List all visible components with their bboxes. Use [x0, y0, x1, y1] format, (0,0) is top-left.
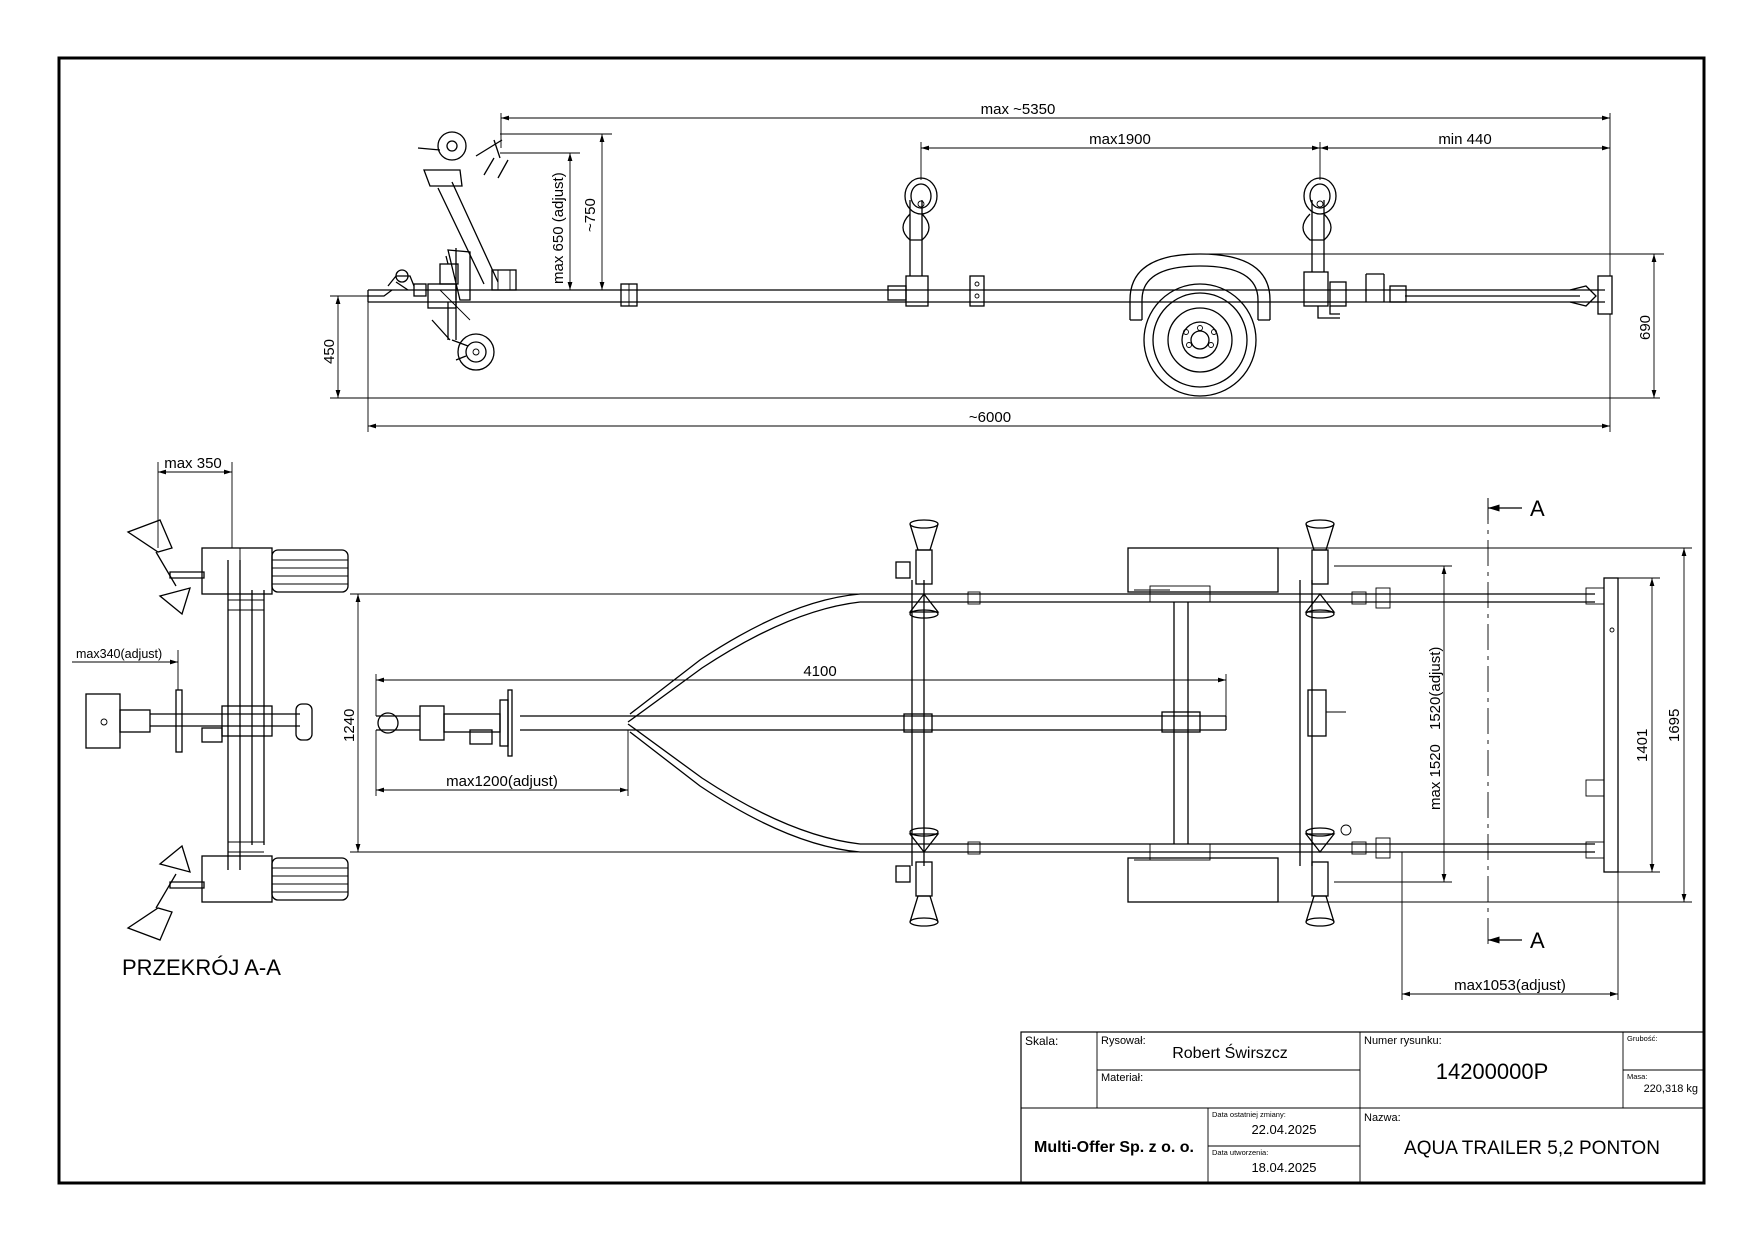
dim-1240: 1240	[341, 709, 358, 742]
drawn-value: Robert Świrszcz	[1172, 1043, 1288, 1062]
dim-max1900: max1900	[1089, 131, 1151, 148]
scale-label: Skala:	[1025, 1034, 1058, 1048]
dim-min440: min 440	[1438, 131, 1491, 148]
created-value: 18.04.2025	[1251, 1160, 1316, 1175]
dim-max340: max340(adjust)	[76, 647, 162, 661]
top-view	[376, 519, 1619, 927]
side-dimensions: max ~5350 max1900 min 440 max 650 (adjus…	[321, 101, 1664, 432]
name-label: Nazwa:	[1364, 1112, 1401, 1124]
dim-4100: 4100	[803, 663, 836, 680]
name-value: AQUA TRAILER 5,2 PONTON	[1404, 1138, 1660, 1159]
section-a-a-view	[85, 519, 349, 941]
section-marker-bottom: A	[1530, 928, 1545, 953]
dim-690: 690	[1637, 315, 1654, 340]
dim-1520-adjust: 1520(adjust)	[1427, 647, 1444, 730]
last-change-label: Data ostatniej zmiany:	[1212, 1110, 1286, 1119]
section-label: PRZEKRÓJ A-A	[122, 955, 281, 980]
drawn-label: Rysował:	[1101, 1035, 1146, 1047]
dim-1695: 1695	[1666, 709, 1683, 742]
dim-max350: max 350	[164, 455, 222, 472]
material-label: Materiał:	[1101, 1072, 1143, 1084]
dim-1401: 1401	[1634, 729, 1651, 762]
drawing-frame	[57, 56, 1706, 1185]
dim-max1520: max 1520	[1427, 744, 1444, 810]
title-block: Skala: Rysował: Robert Świrszcz Materiał…	[1020, 1031, 1705, 1184]
drawing-no-value: 14200000P	[1436, 1059, 1549, 1084]
dim-max1053: max1053(adjust)	[1454, 977, 1566, 994]
side-view	[367, 131, 1613, 397]
dim-max-5350: max ~5350	[981, 101, 1056, 118]
created-label: Data utworzenia:	[1212, 1148, 1268, 1157]
dim-max1200: max1200(adjust)	[446, 773, 558, 790]
section-marker-top: A	[1530, 496, 1545, 521]
dim-max650: max 650 (adjust)	[550, 172, 567, 284]
dim-450: 450	[321, 339, 338, 364]
section-dimensions: max 350 max340(adjust) PRZEKRÓJ A-A	[72, 455, 281, 980]
company-name: Multi-Offer Sp. z o. o.	[1034, 1139, 1194, 1156]
thickness-label: Grubość:	[1627, 1034, 1657, 1043]
mass-value: 220,318 kg	[1644, 1083, 1698, 1095]
drawing-no-label: Numer rysunku:	[1364, 1035, 1442, 1047]
top-dimensions: 1240 4100 max1200(adjust) A A max 1520 1…	[341, 496, 1692, 1000]
mass-label: Masa:	[1627, 1072, 1647, 1081]
last-change-value: 22.04.2025	[1251, 1122, 1316, 1137]
dim-6000: ~6000	[969, 409, 1011, 426]
dim-750: ~750	[582, 198, 599, 232]
